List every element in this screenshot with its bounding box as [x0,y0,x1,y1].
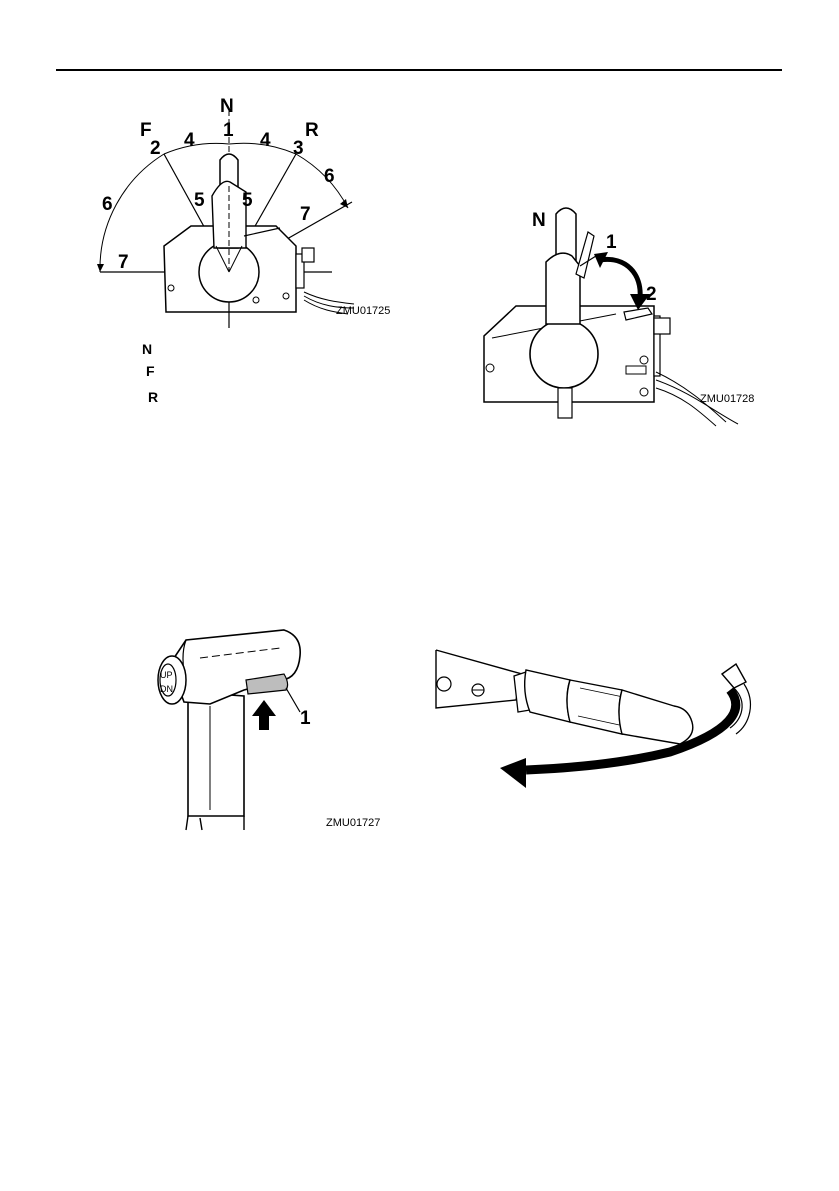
label-3: 3 [293,138,304,159]
figure-code: ZMU01725 [336,305,390,317]
label-7-right: 7 [300,204,311,225]
label-N: N [532,210,546,231]
label-6-left: 6 [102,194,113,215]
legend-N: N [142,341,152,357]
label-1: 1 [223,120,234,141]
label-6-right: 6 [324,166,335,187]
lever-grip-diagram: UP DN 1 ZMU01727 [150,620,400,838]
label-2: 2 [150,138,161,159]
label-5-left: 5 [194,190,205,211]
tiller-grip-diagram [430,640,760,800]
header-rule [56,69,782,71]
label-1: 1 [606,232,617,253]
lever-angle-diagram: N 1 F 2 4 4 R 3 6 6 5 5 7 7 ZMU01725 N F… [96,96,426,416]
switch-dn-label: DN [160,684,173,694]
label-2: 2 [646,284,657,305]
legend-R: R [148,389,158,405]
label-R: R [305,120,319,141]
figure-code: ZMU01728 [700,393,754,405]
switch-up-label: UP [160,670,173,680]
label-5-right: 5 [242,190,253,211]
label-N: N [220,96,234,117]
figure-code: ZMU01727 [326,817,380,829]
lever-lock-diagram: N 1 2 ZMU01728 [476,196,776,432]
label-1: 1 [300,708,311,729]
legend-F: F [146,363,155,379]
label-4-right: 4 [260,130,271,151]
label-7-left: 7 [118,252,129,273]
label-4-left: 4 [184,130,195,151]
